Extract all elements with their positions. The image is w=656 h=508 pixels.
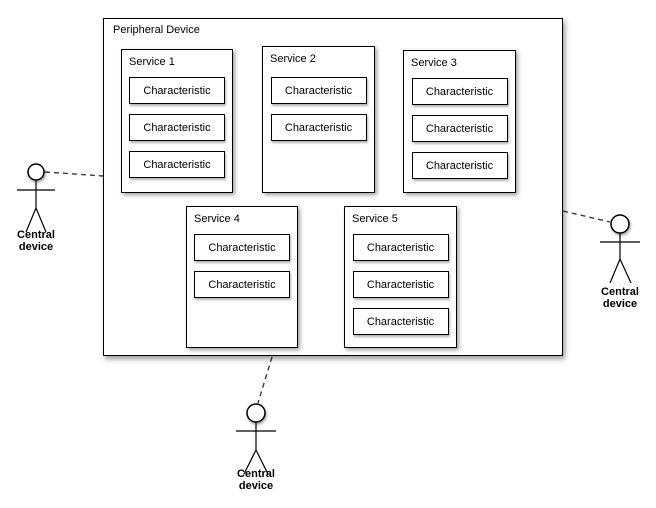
characteristic-box: Characteristic xyxy=(194,271,290,298)
characteristic-box: Characteristic xyxy=(129,77,225,104)
service-box-4: Service 4 Characteristic Characteristic xyxy=(186,206,298,348)
actor-head-left xyxy=(27,163,45,181)
service-3-characteristics: Characteristic Characteristic Characteri… xyxy=(404,78,515,179)
actor-label-right: Central device xyxy=(601,286,639,310)
characteristic-box: Characteristic xyxy=(194,234,290,261)
central-device-actor-bottom xyxy=(236,403,276,475)
characteristic-box: Characteristic xyxy=(411,78,508,105)
service-2-characteristics: Characteristic Characteristic xyxy=(263,77,374,141)
dashed-connector-right xyxy=(562,210,611,223)
service-2-label: Service 2 xyxy=(270,53,316,65)
service-box-3: Service 3 Characteristic Characteristic … xyxy=(403,50,516,193)
dashed-connector-bottom xyxy=(257,356,273,404)
service-1-label: Service 1 xyxy=(129,56,175,68)
central-device-actor-right xyxy=(600,214,640,284)
service-4-label: Service 4 xyxy=(194,213,240,225)
characteristic-box: Characteristic xyxy=(352,308,449,335)
service-1-characteristics: Characteristic Characteristic Characteri… xyxy=(122,77,232,178)
service-5-characteristics: Characteristic Characteristic Characteri… xyxy=(345,234,456,335)
service-5-label: Service 5 xyxy=(352,213,398,225)
peripheral-device-label: Peripheral Device xyxy=(113,24,200,36)
characteristic-box: Characteristic xyxy=(129,114,225,141)
actor-label-bottom: Central device xyxy=(237,468,275,492)
service-4-characteristics: Characteristic Characteristic xyxy=(187,234,297,298)
service-box-2: Service 2 Characteristic Characteristic xyxy=(262,46,375,193)
characteristic-box: Characteristic xyxy=(352,234,449,261)
service-box-1: Service 1 Characteristic Characteristic … xyxy=(121,49,233,193)
actor-head-bottom xyxy=(246,403,266,423)
characteristic-box: Characteristic xyxy=(129,151,225,178)
characteristic-box: Characteristic xyxy=(411,152,508,179)
central-device-actor-left xyxy=(17,163,55,233)
actor-label-left: Central device xyxy=(17,229,55,253)
service-box-5: Service 5 Characteristic Characteristic … xyxy=(344,206,457,348)
characteristic-box: Characteristic xyxy=(270,77,367,104)
service-3-label: Service 3 xyxy=(411,57,457,69)
characteristic-box: Characteristic xyxy=(411,115,508,142)
dashed-connector-left xyxy=(44,171,104,177)
characteristic-box: Characteristic xyxy=(270,114,367,141)
characteristic-box: Characteristic xyxy=(352,271,449,298)
actor-head-right xyxy=(610,214,630,234)
